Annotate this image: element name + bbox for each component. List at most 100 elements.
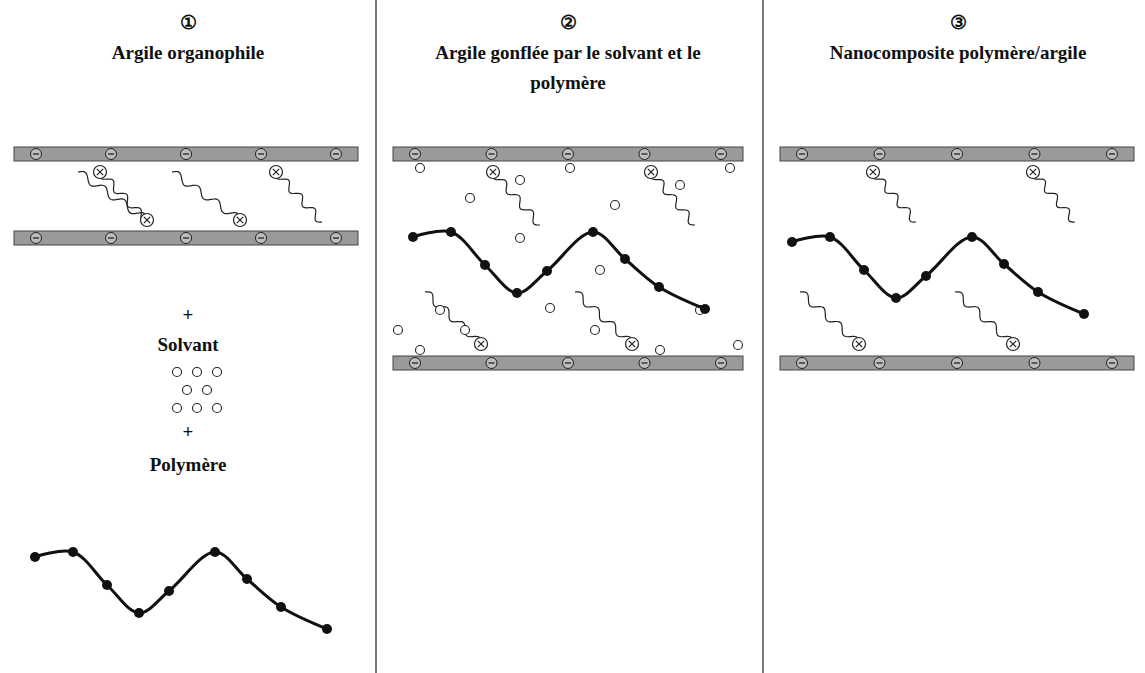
solvent-molecule: [726, 164, 735, 173]
negative-charge: [108, 153, 114, 154]
monomer-unit: [242, 574, 252, 584]
negative-charge: [565, 362, 571, 363]
monomer-unit: [654, 282, 664, 292]
ammonium-head: [490, 169, 496, 175]
monomer-unit: [446, 227, 456, 237]
negative-charge: [1032, 362, 1038, 363]
ammonium-head: [478, 341, 484, 347]
ammonium-head: [270, 166, 283, 179]
solvent-molecule: [591, 326, 600, 335]
negative-charge: [333, 237, 339, 238]
polymer-chain: [408, 227, 710, 314]
ammonium-head: [234, 214, 247, 227]
plus-sign: +: [183, 417, 194, 447]
solvent-molecule: [566, 164, 575, 173]
polymer-chain: [787, 232, 1089, 319]
negative-charge: [874, 358, 885, 369]
monomer-unit: [68, 547, 78, 557]
monomer-unit: [787, 237, 797, 247]
negative-charge: [799, 362, 805, 363]
negative-charge: [563, 149, 574, 160]
negative-charge: [1109, 153, 1115, 154]
negative-charge: [718, 362, 724, 363]
ammonium-head: [629, 341, 635, 347]
negative-charge: [183, 237, 189, 238]
negative-charge: [1032, 153, 1038, 154]
solvent-molecule: [466, 194, 475, 203]
solvent-molecule: [416, 346, 425, 355]
negative-charge: [183, 153, 189, 154]
alkyl-chain: [172, 172, 240, 220]
negative-charge: [877, 362, 883, 363]
ammonium-head: [273, 169, 279, 175]
step-title: Argile organophile: [112, 38, 265, 68]
negative-charge: [410, 149, 421, 160]
solvent-molecule: [183, 386, 192, 395]
surfactant-chains: [78, 166, 1075, 351]
polymer-chain: [30, 547, 332, 634]
ammonium-head: [97, 169, 103, 175]
solvent-molecule: [546, 304, 555, 313]
alkyl-chain: [872, 172, 916, 222]
monomer-unit: [921, 271, 931, 281]
negative-charge: [333, 153, 339, 154]
ammonium-head: [144, 217, 150, 223]
ammonium-head: [490, 169, 496, 175]
negative-charge: [954, 362, 960, 363]
negative-charge: [1029, 358, 1040, 369]
monomer-unit: [134, 608, 144, 618]
alkyl-chain: [651, 172, 695, 225]
ammonium-head: [629, 341, 635, 347]
alkyl-chain: [955, 292, 1013, 344]
negative-charge: [256, 233, 267, 244]
monomer-unit: [588, 227, 598, 237]
monomer-unit: [1033, 287, 1043, 297]
negative-charge: [639, 358, 650, 369]
solvent-molecule: [213, 368, 222, 377]
ammonium-head: [856, 341, 862, 347]
solvent-molecules: [173, 164, 743, 413]
solvent-molecule: [596, 266, 605, 275]
monomer-unit: [859, 265, 869, 275]
ammonium-head: [97, 169, 103, 175]
monomer-unit: [700, 304, 710, 314]
monomer-unit: [891, 293, 901, 303]
ammonium-head: [144, 217, 150, 223]
monomer-unit: [999, 259, 1009, 269]
negative-charge: [181, 149, 192, 160]
negative-charge: [799, 153, 805, 154]
step-title: Nanocomposite polymère/argile: [830, 38, 1087, 68]
ammonium-head: [853, 338, 866, 351]
component-name: Polymère: [150, 450, 227, 480]
negative-charge: [797, 149, 808, 160]
alkyl-chain: [575, 292, 632, 344]
ammonium-head: [1027, 166, 1040, 179]
clay-sheet: [780, 147, 1134, 161]
negative-charge: [1109, 362, 1115, 363]
negative-charge: [108, 237, 114, 238]
ammonium-head: [487, 166, 500, 179]
component-name: Solvant: [157, 330, 218, 360]
monomer-unit: [102, 580, 112, 590]
negative-charge: [797, 358, 808, 369]
ammonium-head: [870, 169, 876, 175]
ammonium-head: [867, 166, 880, 179]
negative-charge: [1029, 149, 1040, 160]
clay-sheet: [14, 231, 358, 245]
ammonium-head: [237, 217, 243, 223]
negative-charge: [412, 362, 418, 363]
monomer-unit: [967, 232, 977, 242]
solvent-molecule: [734, 341, 743, 350]
monomer-unit: [620, 254, 630, 264]
column-divider: [375, 0, 376, 673]
clay-sheet: [780, 356, 1134, 370]
solvent-molecule: [394, 326, 403, 335]
solvent-molecule: [173, 404, 182, 413]
negative-charge: [489, 362, 495, 363]
ammonium-head: [475, 338, 488, 351]
negative-charge: [716, 358, 727, 369]
polymer-backbone: [35, 551, 327, 629]
solvent-molecule: [461, 326, 470, 335]
negative-charge: [106, 233, 117, 244]
